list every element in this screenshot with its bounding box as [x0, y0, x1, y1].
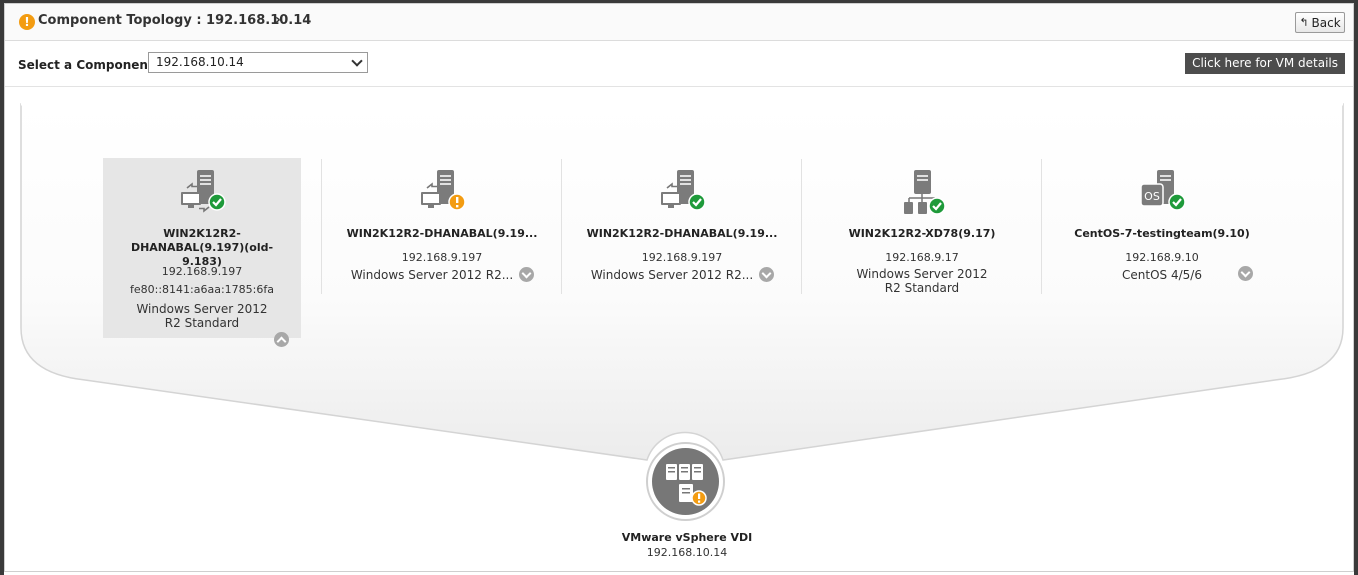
component-ip: 192.168.9.10 [1125, 251, 1199, 264]
component-ip: 192.168.9.17 [885, 251, 959, 264]
vsphere-servers-icon [666, 464, 707, 506]
network-server-icon [904, 170, 946, 215]
window-left-border [0, 0, 4, 575]
component-card[interactable]: WIN2K12R2-DHANABAL(9.19... 192.168.9.197… [583, 158, 781, 338]
card-divider [801, 159, 802, 294]
component-os: Windows Server 2012 R2... [350, 268, 514, 282]
page-header: ! Component Topology : 192.168.10.14 › ↰… [5, 4, 1353, 41]
topology-panel: ! Component Topology : 192.168.10.14 › ↰… [4, 3, 1354, 572]
select-component-label: Select a Component : [18, 58, 163, 72]
os-server-icon: OS [1140, 170, 1186, 211]
component-name: WIN2K12R2-XD78(9.17) [848, 227, 996, 240]
component-name: WIN2K12R2-DHANABAL(9.19... [586, 227, 778, 240]
component-ip: 192.168.9.197 [161, 265, 243, 278]
card-divider [321, 159, 322, 294]
warning-icon: ! [19, 14, 35, 30]
chevron-right-icon[interactable]: › [275, 12, 281, 28]
hub-ip: 192.168.10.14 [646, 546, 728, 559]
os-icon-label: OS [1144, 190, 1160, 203]
collapse-icon[interactable] [274, 332, 289, 347]
chevron-down-icon [351, 55, 363, 67]
component-name: WIN2K12R2-DHANABAL(9.19... [346, 227, 538, 240]
component-os: Windows Server 2012 R2 Standard [856, 267, 988, 295]
back-button-label: Back [1311, 15, 1341, 30]
server-icon [421, 170, 466, 211]
vm-details-button[interactable]: Click here for VM details [1185, 53, 1345, 74]
component-ip: 192.168.9.197 [401, 251, 483, 264]
expand-icon[interactable] [1238, 266, 1253, 281]
card-divider [561, 159, 562, 294]
component-card[interactable]: OS CentOS-7-testingteam(9.10) 192.168.9.… [1063, 158, 1261, 338]
component-card[interactable]: WIN2K12R2-XD78(9.17) 192.168.9.17 Window… [823, 158, 1021, 338]
component-card[interactable]: WIN2K12R2-DHANABAL(9.197)(old-9.183) 192… [103, 158, 301, 347]
component-name: WIN2K12R2-DHANABAL(9.197)(old-9.183) [130, 227, 274, 268]
component-ipv6: fe80::8141:a6aa:1785:6fa [130, 283, 274, 296]
component-os: Windows Server 2012 R2 Standard [136, 302, 268, 330]
window-right-border [1354, 0, 1358, 575]
server-icon [661, 170, 706, 211]
hub-node[interactable] [646, 442, 725, 521]
page-title: Component Topology : 192.168.10.14 [38, 13, 312, 28]
card-divider [1041, 159, 1042, 294]
component-os: Windows Server 2012 R2... [590, 268, 754, 282]
component-os: CentOS 4/5/6 [1122, 268, 1202, 282]
window-top-border [0, 0, 1358, 3]
hub-name: VMware vSphere VDI [621, 531, 753, 544]
component-select-value: 192.168.10.14 [156, 55, 244, 69]
funnel-shape [20, 103, 1344, 461]
component-toolbar: Select a Component : 192.168.10.14 Click… [5, 41, 1353, 87]
hub-circle [652, 448, 719, 515]
expand-icon[interactable] [519, 267, 534, 282]
back-button[interactable]: ↰ Back [1295, 12, 1345, 33]
topology-funnel-background [20, 102, 1344, 461]
component-name: CentOS-7-testingteam(9.10) [1074, 227, 1250, 240]
expand-icon[interactable] [759, 267, 774, 282]
component-ip: 192.168.9.197 [641, 251, 723, 264]
back-arrow-icon: ↰ [1299, 16, 1309, 29]
server-icon [181, 170, 226, 213]
component-card[interactable]: WIN2K12R2-DHANABAL(9.19... 192.168.9.197… [343, 158, 541, 338]
component-select[interactable]: 192.168.10.14 [148, 52, 368, 73]
